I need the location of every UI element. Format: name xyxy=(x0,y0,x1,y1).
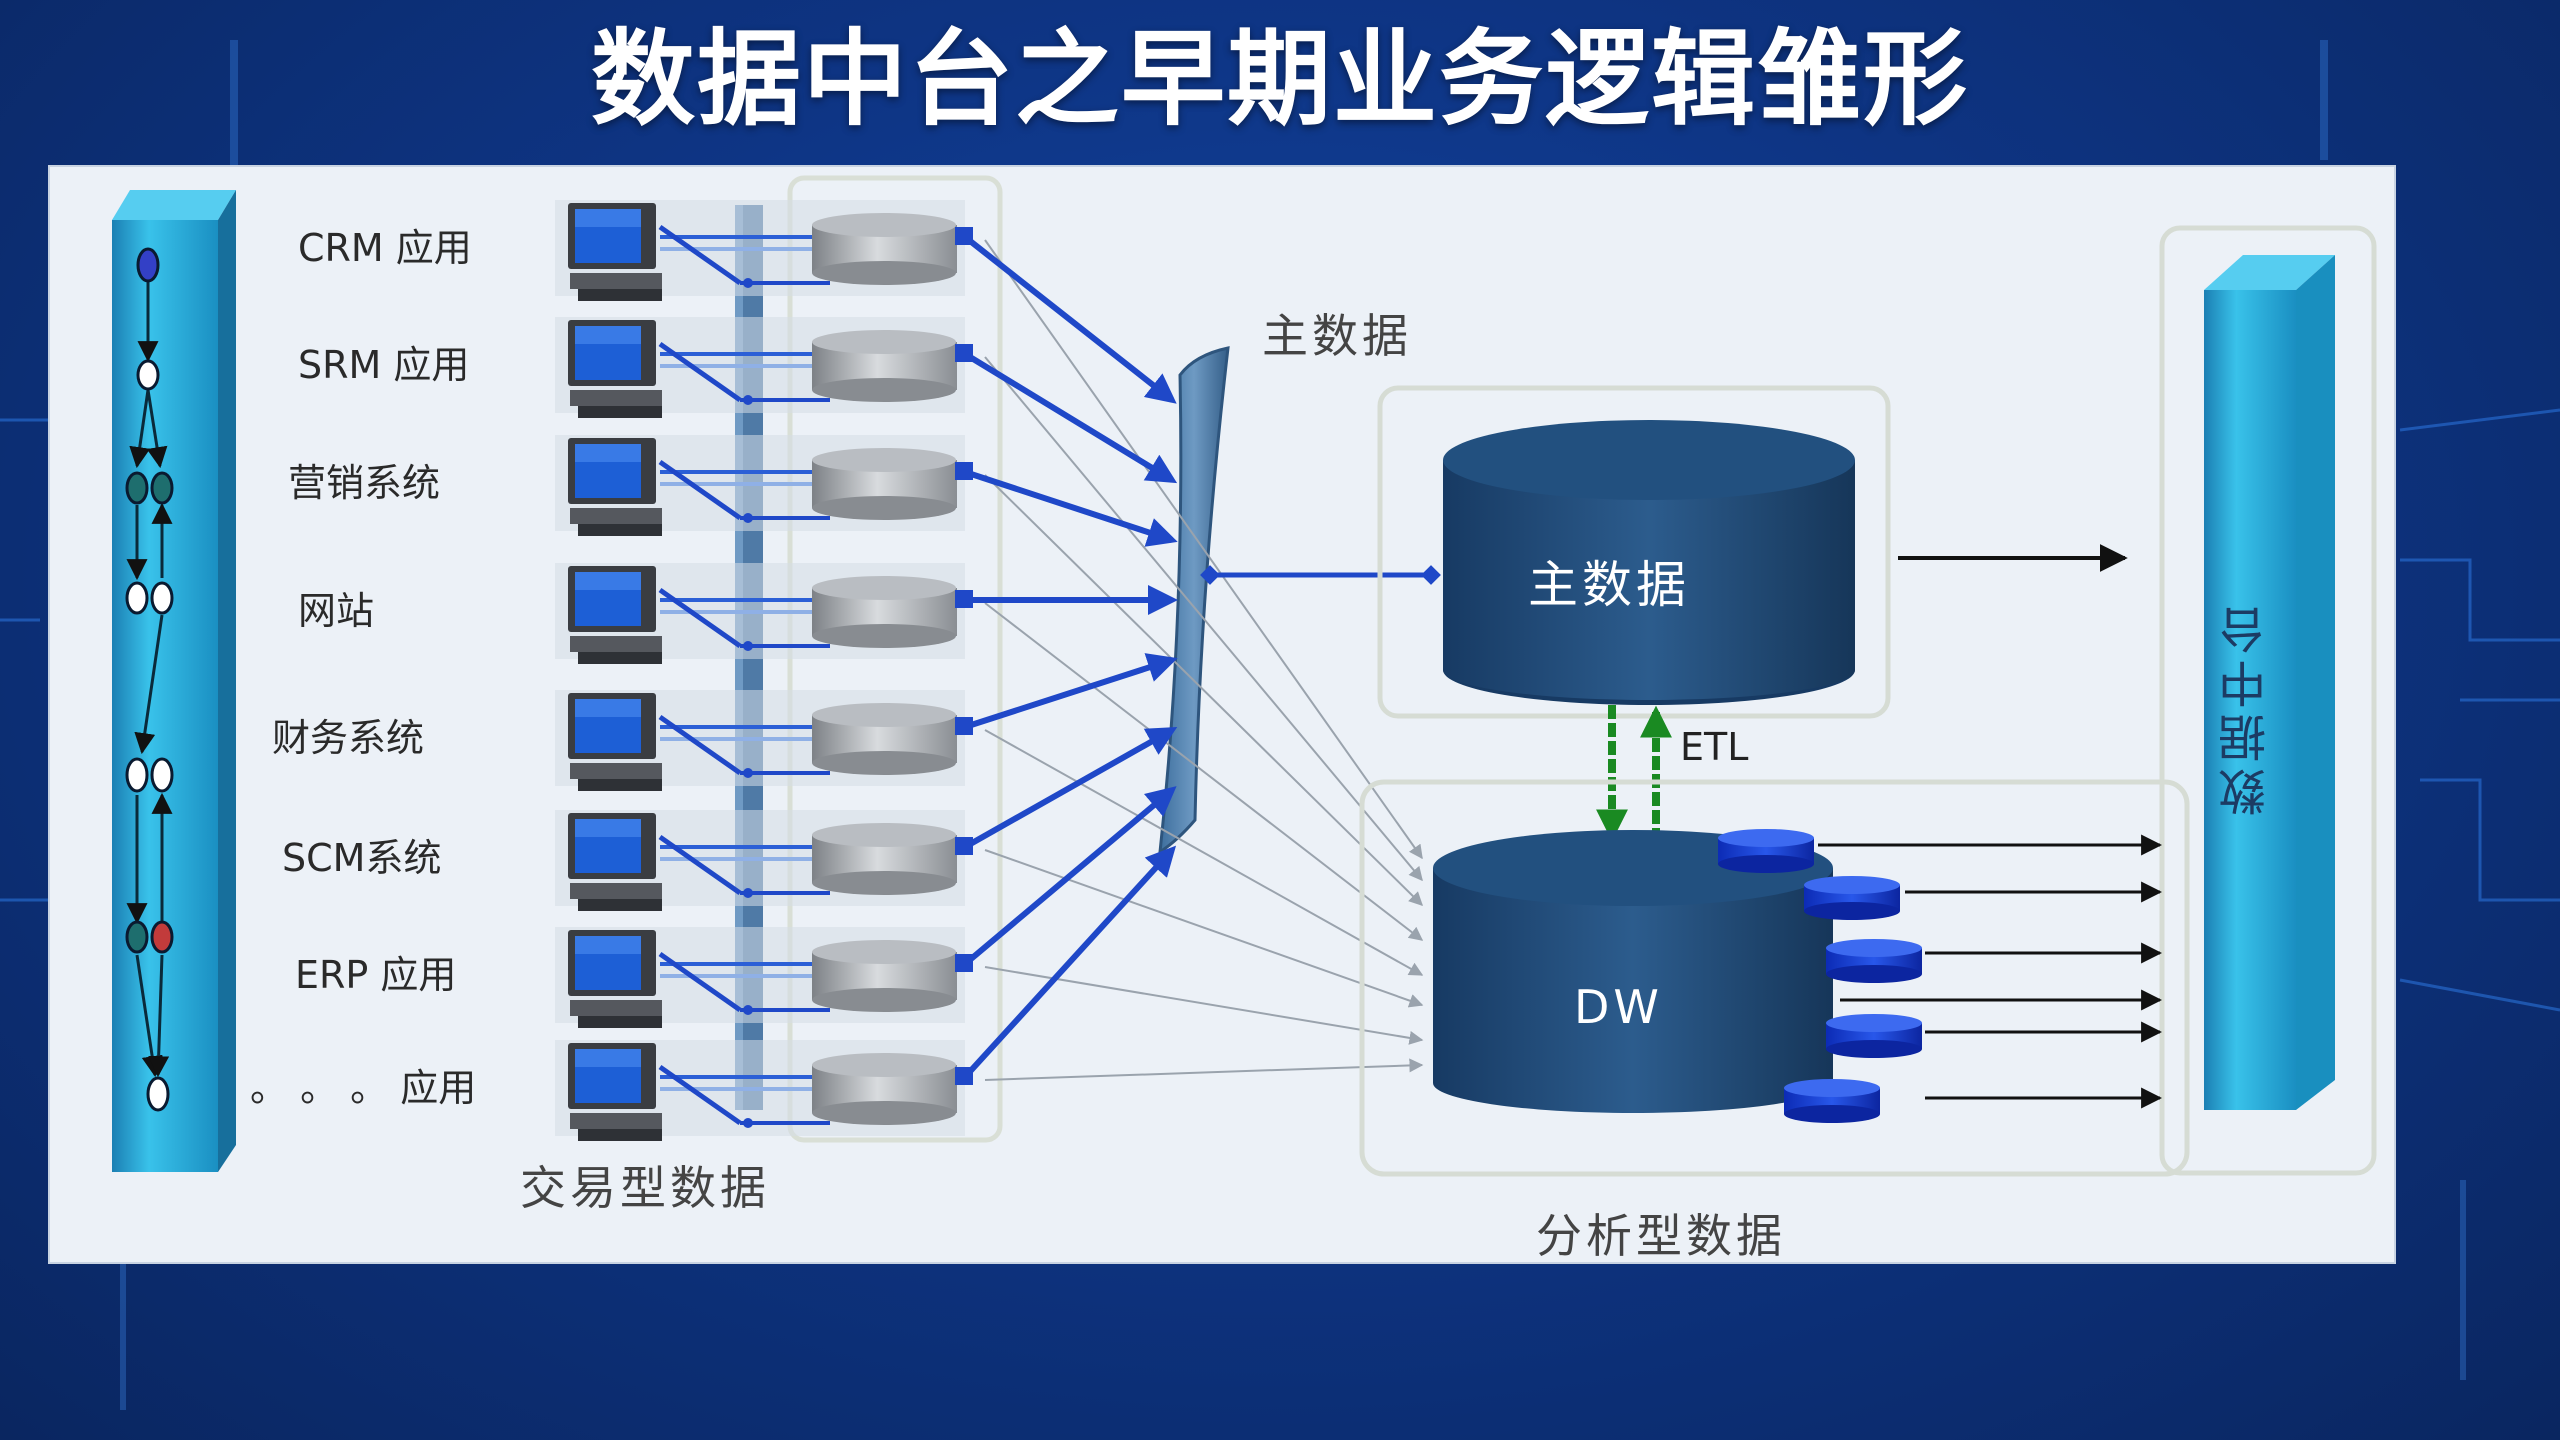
computer-icon xyxy=(568,813,662,911)
app-row xyxy=(555,810,965,911)
data-mart-db xyxy=(1826,1014,1922,1058)
data-mart-db xyxy=(1784,1079,1880,1123)
transaction-db xyxy=(812,703,957,775)
app-label: 网站 xyxy=(298,589,375,633)
app-row xyxy=(555,200,965,301)
computer-icon xyxy=(568,566,662,664)
etl-label: ETL xyxy=(1680,725,1749,769)
master-data-cylinder xyxy=(1443,420,1855,705)
app-label: 营销系统 xyxy=(288,461,441,505)
dw-label: DW xyxy=(1574,980,1663,1034)
transaction-db xyxy=(812,1053,957,1125)
computer-icon xyxy=(568,693,662,791)
app-row xyxy=(555,927,965,1028)
data-marts xyxy=(1718,829,2163,1123)
app-row xyxy=(555,1040,965,1141)
app-label: 财务系统 xyxy=(272,716,425,760)
data-platform-frame xyxy=(2159,225,2377,1176)
transaction-db xyxy=(812,330,957,402)
analytical-frame xyxy=(1359,779,2190,1177)
process-flow-bar xyxy=(112,190,236,1172)
computer-icon xyxy=(568,438,662,536)
master-data-frame xyxy=(1377,385,1891,719)
master-data-heading: 主数据 xyxy=(1262,309,1412,363)
data-mart-db xyxy=(1826,939,1922,983)
app-row xyxy=(555,435,965,536)
computer-icon xyxy=(568,930,662,1028)
data-platform-bar xyxy=(2204,255,2335,1110)
transaction-db xyxy=(812,940,957,1012)
analytical-label: 分析型数据 xyxy=(1536,1209,1786,1263)
transaction-db xyxy=(812,823,957,895)
data-mart-db xyxy=(1718,829,1814,873)
master-db-label: 主数据 xyxy=(1528,556,1690,614)
app-label: 。 。 。 应用 xyxy=(250,1066,477,1110)
transaction-db xyxy=(812,576,957,648)
data-platform-label: 数据中台 xyxy=(2219,600,2275,816)
transaction-db xyxy=(812,448,957,520)
computer-icon xyxy=(568,203,662,301)
app-row xyxy=(555,690,965,791)
transactional-label: 交易型数据 xyxy=(520,1161,770,1215)
app-label: SCM系统 xyxy=(282,836,442,880)
app-label: CRM 应用 xyxy=(298,226,472,270)
app-row xyxy=(555,563,965,664)
app-label: SRM 应用 xyxy=(298,343,470,387)
computer-icon xyxy=(568,1043,662,1141)
computer-icon xyxy=(568,320,662,418)
app-rows xyxy=(555,200,965,1141)
app-row xyxy=(555,317,965,418)
transaction-db xyxy=(812,213,957,285)
app-label: ERP 应用 xyxy=(295,953,457,997)
data-mart-db xyxy=(1804,876,1900,920)
master-data-shield xyxy=(1158,346,1230,856)
slide-title: 数据中台之早期业务逻辑雏形 xyxy=(590,18,1969,140)
